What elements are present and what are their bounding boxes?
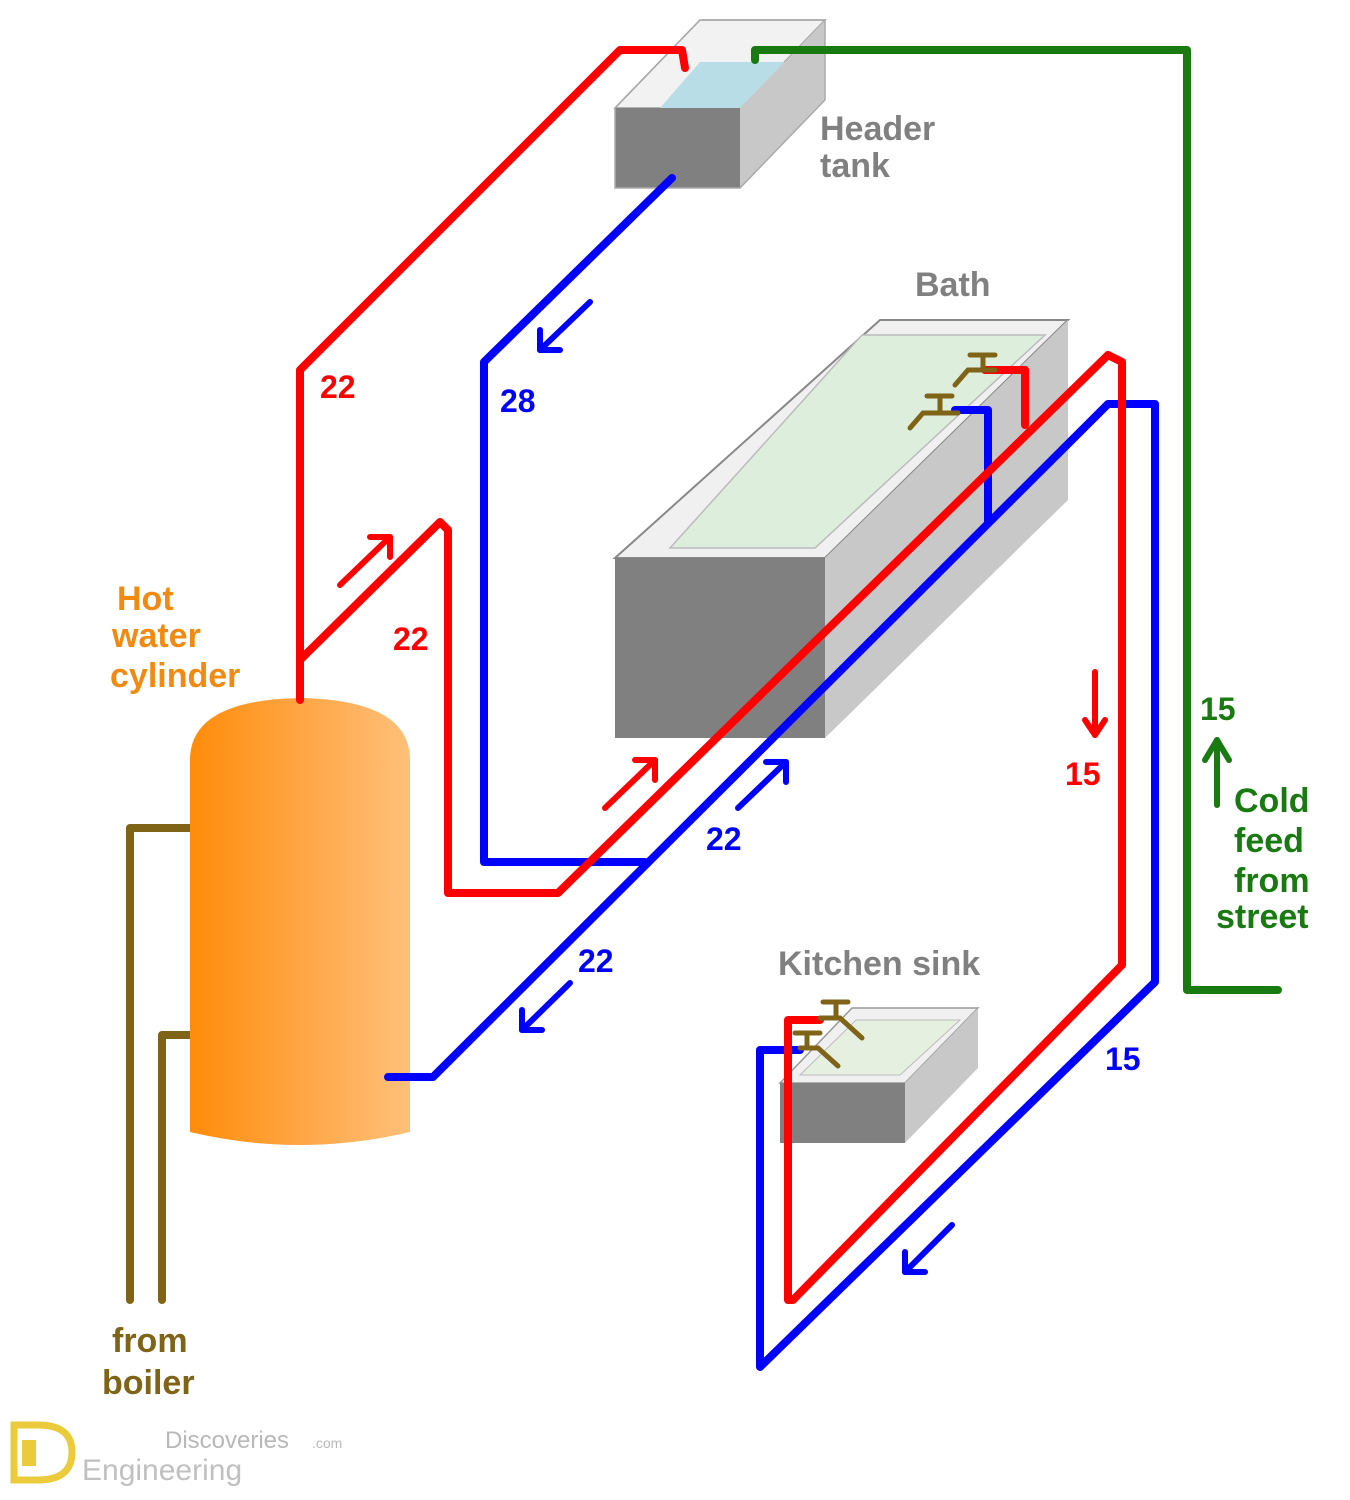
header-tank-label-line2: tank bbox=[820, 147, 890, 185]
cold-feed-label-line2: feed bbox=[1234, 822, 1304, 860]
sink-cold-tap-icon bbox=[792, 1030, 841, 1069]
pipe-size-bath-hot: 15 bbox=[1065, 756, 1101, 792]
watermark-line2: Engineering bbox=[82, 1454, 242, 1487]
pipe-size-hot-draw-off: 22 bbox=[393, 621, 429, 657]
watermark-suffix: .com bbox=[312, 1435, 342, 1451]
mains-cold-pipe bbox=[751, 46, 1282, 994]
cylinder-label-line1: Hot bbox=[117, 580, 174, 618]
cold-feed-label-line1: Cold bbox=[1234, 782, 1310, 820]
cold-feed-label-line3: from bbox=[1234, 862, 1310, 900]
hot-pipes bbox=[296, 46, 1126, 1304]
from-boiler-label-line2: boiler bbox=[102, 1364, 195, 1402]
flow-arrow-cold-cylinder-icon bbox=[519, 980, 573, 1033]
cylinder-label-line3: cylinder bbox=[110, 657, 240, 695]
hot-water-cylinder bbox=[190, 698, 410, 1145]
cylinder-label-line2: water bbox=[111, 617, 201, 655]
watermark-logo bbox=[10, 1421, 76, 1484]
flow-arrow-hot-up-icon bbox=[337, 534, 393, 588]
bath-label: Bath bbox=[915, 266, 991, 304]
flow-arrow-cold-bath-icon bbox=[735, 759, 789, 811]
flow-arrow-cold-sink-icon bbox=[902, 1222, 955, 1275]
flow-arrow-hot-down-icon bbox=[1082, 669, 1108, 738]
cold-feed-label-line4: street bbox=[1216, 898, 1309, 936]
bath-cold-tap-icon bbox=[907, 393, 961, 431]
header-tank-label-line1: Header bbox=[820, 110, 935, 148]
bath bbox=[612, 319, 1071, 738]
bath-hot-tap-icon bbox=[952, 352, 998, 388]
pipe-size-cylinder-feed-lower: 22 bbox=[578, 943, 614, 979]
pipe-size-cylinder-feed-upper: 22 bbox=[706, 821, 742, 857]
watermark-line1: Discoveries bbox=[165, 1427, 289, 1454]
header-tank bbox=[613, 19, 827, 189]
flow-arrow-header-down-icon bbox=[537, 299, 593, 353]
flow-arrow-hot-bath-icon bbox=[602, 757, 658, 811]
kitchen-sink bbox=[778, 1007, 980, 1143]
cold-pipes bbox=[384, 174, 1159, 1371]
from-boiler-label-line1: from bbox=[112, 1322, 188, 1360]
boiler-pipes bbox=[126, 824, 207, 1304]
flow-arrow-mains-up-icon bbox=[1202, 737, 1232, 808]
pipe-size-sink-cold: 15 bbox=[1105, 1041, 1141, 1077]
sink-hot-tap-icon bbox=[817, 999, 865, 1041]
pipe-size-mains-cold: 15 bbox=[1200, 691, 1236, 727]
pipe-size-vent: 22 bbox=[320, 369, 356, 405]
pipe-size-cold-down-feed: 28 bbox=[500, 383, 536, 419]
kitchen-sink-label: Kitchen sink bbox=[778, 945, 980, 983]
